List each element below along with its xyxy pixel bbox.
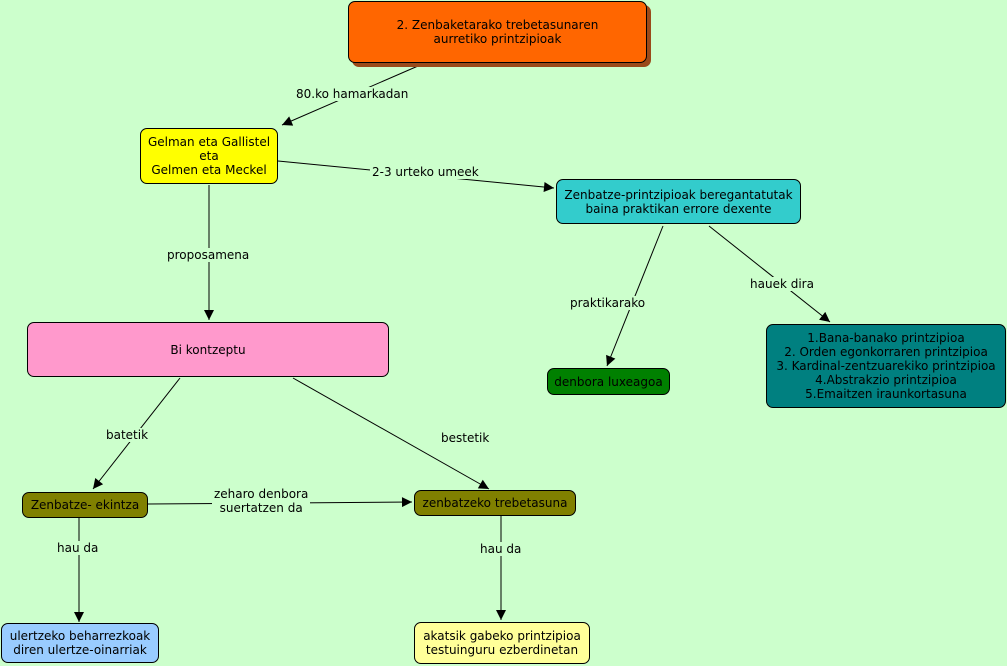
bi-kontzeptu-label: Bi kontzeptu — [170, 342, 246, 357]
link-zenbatze-zerrenda — [708, 225, 831, 323]
link-label-hamarkadan: 80.ko hamarkadan — [294, 87, 411, 101]
gelman-node[interactable]: Gelman eta Gallistel eta Gelmen eta Meck… — [140, 128, 278, 184]
zenbatzeko-trebetasuna-label: zenbatzeko trebetasuna — [422, 496, 568, 510]
denbora-luxeagoa-label: denbora luxeagoa — [554, 374, 663, 389]
akatsik-gabeko-node[interactable]: akatsik gabeko printzipioa testuinguru e… — [414, 622, 590, 664]
link-label-urteko-umeek: 2-3 urteko umeek — [370, 165, 481, 179]
link-label-hau-da-2: hau da — [478, 542, 524, 556]
zenbatze-ekintza-node[interactable]: Zenbatze- ekintza — [22, 492, 148, 518]
ulertzeko-label: ulertzeko beharrezkoak diren ulertze-oin… — [9, 629, 151, 657]
ulertzeko-node[interactable]: ulertzeko beharrezkoak diren ulertze-oin… — [1, 623, 159, 663]
link-bi-trebetasuna — [292, 377, 490, 490]
printzipio-zerrenda-label: 1.Bana-banako printzipioa 2. Orden egonk… — [776, 331, 996, 401]
link-label-proposamena: proposamena — [165, 248, 252, 262]
bi-kontzeptu-node[interactable]: Bi kontzeptu — [27, 322, 389, 377]
denbora-luxeagoa-node[interactable]: denbora luxeagoa — [547, 368, 670, 395]
root-node[interactable]: 2. Zenbaketarako trebetasunaren aurretik… — [348, 1, 647, 63]
link-label-hauek-dira: hauek dira — [748, 277, 816, 291]
gelman-node-label: Gelman eta Gallistel eta Gelmen eta Meck… — [147, 135, 271, 177]
zenbatzeko-trebetasuna-node[interactable]: zenbatzeko trebetasuna — [414, 490, 576, 516]
akatsik-gabeko-label: akatsik gabeko printzipioa testuinguru e… — [423, 629, 581, 657]
zenbatze-printzipioak-node[interactable]: Zenbatze-printzipioak beregantatutak bai… — [556, 179, 801, 224]
zenbatze-ekintza-label: Zenbatze- ekintza — [30, 498, 140, 512]
link-label-praktikarako: praktikarako — [568, 296, 648, 310]
zenbatze-printzipioak-label: Zenbatze-printzipioak beregantatutak bai… — [564, 187, 793, 216]
link-label-zeharo-denbora: zeharo denbora suertatzen da — [212, 487, 311, 515]
printzipio-zerrenda-node[interactable]: 1.Bana-banako printzipioa 2. Orden egonk… — [766, 324, 1006, 408]
root-node-label: 2. Zenbaketarako trebetasunaren aurretik… — [396, 18, 599, 46]
link-label-bestetik: bestetik — [439, 431, 492, 445]
link-label-batetik: batetik — [104, 428, 151, 442]
link-label-hau-da-1: hau da — [55, 541, 101, 555]
